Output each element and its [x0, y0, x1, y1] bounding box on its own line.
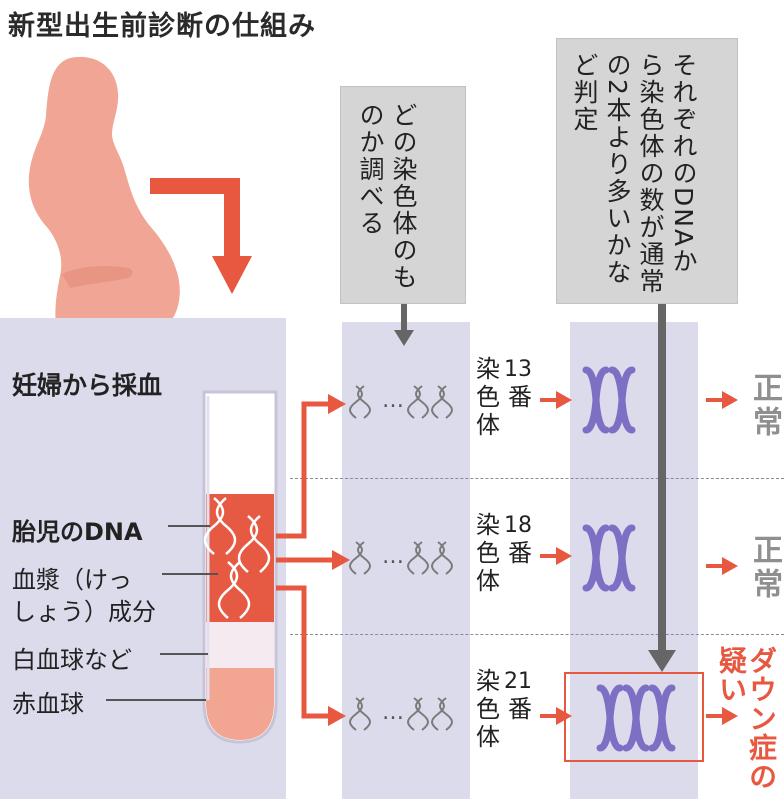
row1-result: 正常	[747, 372, 782, 440]
callout-which-chromosome-text: どの染色体のものか調べる	[356, 102, 418, 291]
row2-number: 18	[504, 513, 532, 538]
row3-label-c: 色	[476, 695, 500, 723]
row1-label-b: 番	[508, 383, 532, 411]
dna-ellipsis-1: …	[382, 388, 404, 413]
row2-label-c: 色	[476, 539, 500, 567]
row1-label-d: 体	[476, 411, 500, 439]
callout-judgement-text: それぞれのDNAから染色体の数が通常の2本より多いかなど判定	[570, 52, 698, 295]
row-separator-2	[290, 634, 784, 635]
row2-label-d: 体	[476, 567, 500, 595]
row1-label-a: 染	[476, 355, 500, 383]
row3-label-b: 番	[508, 695, 532, 723]
fetal-dna-label: 胎児のDNA	[12, 518, 143, 546]
row1-number: 13	[504, 357, 532, 382]
page-title: 新型出生前診断の仕組み	[8, 11, 316, 42]
row2-label-a: 染	[476, 511, 500, 539]
row3-result: ダウン症の疑い	[715, 646, 778, 791]
trisomy-highlight-box	[564, 672, 704, 762]
row3-number: 21	[504, 669, 532, 694]
callout-which-chromosome	[340, 86, 466, 304]
row3-label-d: 体	[476, 723, 500, 751]
callout-judgement	[556, 38, 738, 304]
white-cells-label: 白血球など	[12, 646, 132, 674]
dna-ellipsis-3: …	[382, 700, 404, 725]
blood-sampling-label: 妊婦から採血	[12, 371, 163, 400]
row1-label-c: 色	[476, 383, 500, 411]
row3-label-a: 染	[476, 667, 500, 695]
pregnant-woman-silhouette	[28, 56, 180, 344]
red-cells-label: 赤血球	[12, 690, 84, 718]
dna-ellipsis-2: …	[382, 544, 404, 569]
plasma-label-line2: しょう）成分	[12, 598, 156, 626]
row2-result: 正常	[747, 534, 782, 602]
plasma-label-line1: 血漿（けっ	[12, 566, 132, 594]
row2-label-b: 番	[508, 539, 532, 567]
row-separator-1	[290, 478, 784, 479]
